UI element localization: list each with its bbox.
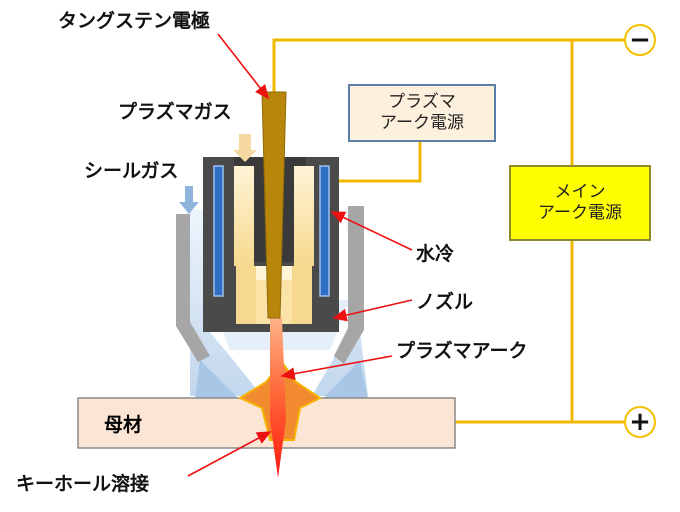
electrode-shape — [261, 91, 287, 319]
label-base-metal: 母材 — [104, 414, 143, 436]
positive-terminal-sign: + — [629, 407, 651, 437]
pointer-water-cooling — [330, 211, 413, 251]
plasma-gas-inlet-arrow — [233, 134, 257, 162]
plasma-arc-power-supply: プラズマ アーク電源 — [348, 84, 496, 142]
main-supply-line-1: メイン — [554, 181, 606, 202]
label-shield-gas: シールガス — [84, 160, 179, 182]
pointer-electrode — [217, 33, 269, 100]
negative-terminal-sign: − — [629, 25, 651, 55]
shield-gas-cup — [176, 206, 364, 364]
main-supply-line-2: アーク電源 — [538, 203, 622, 223]
plasma-arc-column — [270, 318, 286, 478]
plasma-supply-line-2: アーク電源 — [380, 113, 464, 133]
wire-electrode-to-negative — [272, 38, 624, 92]
shield-gas-inlet-arrow — [179, 186, 199, 214]
wire-plasma-supply-to-nozzle — [338, 142, 422, 183]
positive-terminal: + — [624, 406, 656, 438]
pointer-lines — [187, 33, 413, 477]
label-nozzle: ノズル — [416, 291, 474, 313]
pointer-keyhole — [187, 431, 272, 477]
pointer-plasma-arc — [280, 355, 393, 381]
negative-terminal: − — [624, 24, 656, 56]
pointer-nozzle — [332, 299, 413, 322]
water-channel-left — [213, 165, 224, 297]
main-arc-power-supply: メイン アーク電源 — [509, 165, 651, 241]
wiring — [272, 38, 624, 424]
plasma-gas-channel-left — [234, 166, 254, 266]
label-keyhole-welding: キーホール溶接 — [16, 473, 150, 495]
water-channel-right — [319, 165, 330, 297]
label-tungsten-electrode: タングステン電極 — [58, 10, 211, 32]
label-plasma-gas: プラズマガス — [118, 101, 232, 123]
label-water-cooling: 水冷 — [416, 243, 455, 265]
plasma-supply-line-1: プラズマ — [388, 91, 456, 112]
label-plasma-arc: プラズマアーク — [396, 340, 528, 362]
plasma-gas-channel-right — [294, 166, 314, 266]
